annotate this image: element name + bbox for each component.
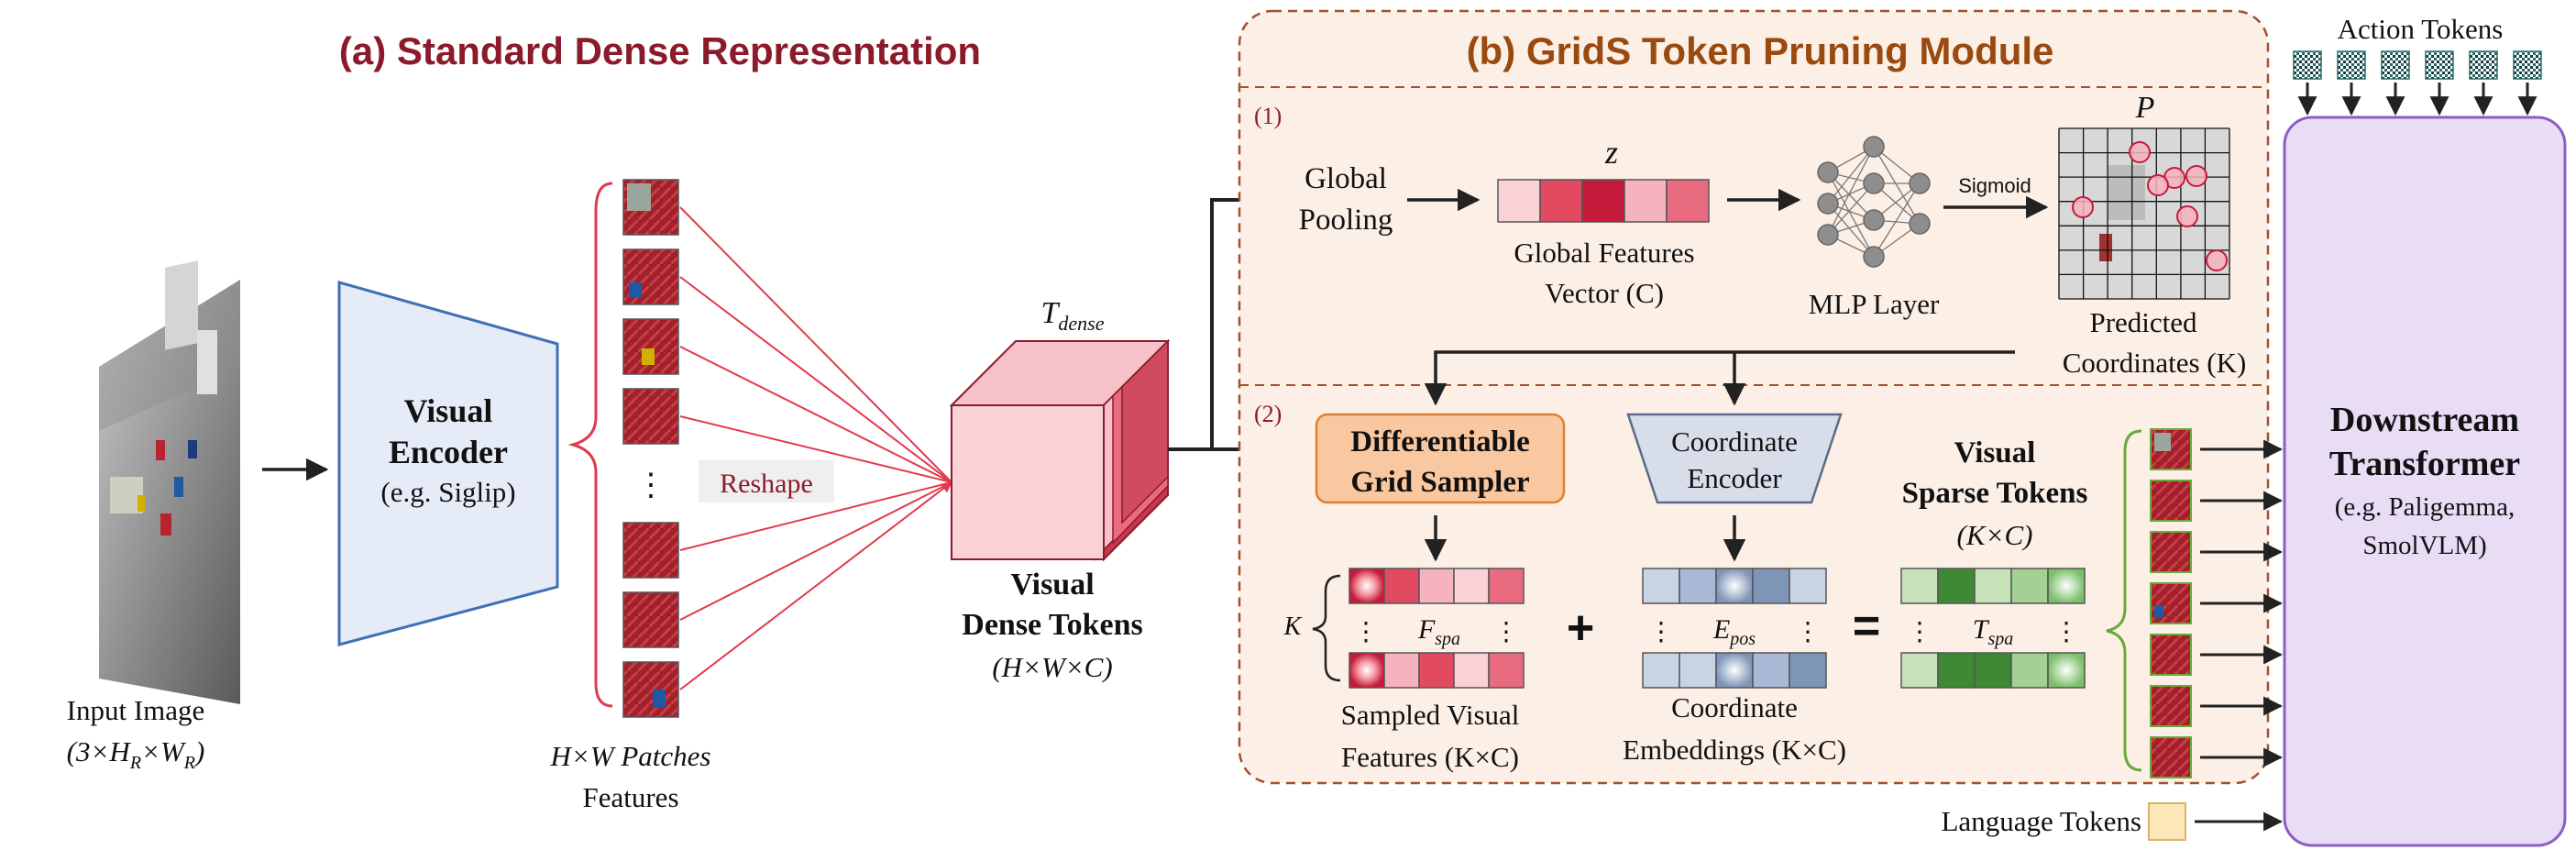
sampled-line1: Sampled Visual <box>1341 699 1520 731</box>
grid-sampler-line2: Grid Sampler <box>1350 466 1529 499</box>
action-tokens-label: Action Tokens <box>2338 13 2504 45</box>
sampled-symbol: Fspa <box>1417 614 1460 649</box>
action-token-arrows <box>2297 83 2537 116</box>
sampled-features-bottom <box>1349 652 1525 689</box>
grid-sampler-line1: Differentiable <box>1350 425 1530 458</box>
downstream-line3: (e.g. Paligemma, <box>2335 492 2515 522</box>
sampled-dots-left: ⋮ <box>1353 618 1379 646</box>
language-tokens-label: Language Tokens <box>1942 805 2142 837</box>
coordinate-encoder-line1: Coordinate <box>1671 425 1798 458</box>
predicted-line1: Predicted <box>2089 306 2197 338</box>
downstream-line2: Transformer <box>2329 445 2520 483</box>
reshape-label-bg <box>699 460 834 502</box>
sampled-features-top <box>1349 568 1525 604</box>
embeddings-symbol: Epos <box>1712 614 1756 649</box>
embeddings-line1: Coordinate <box>1671 691 1798 723</box>
mlp-network <box>1817 136 1931 268</box>
grid-sampler-block <box>1315 413 1566 504</box>
global-pooling-line2: Pooling <box>1299 204 1393 237</box>
sparse-to-downstream-arrows <box>2200 439 2284 767</box>
sparse-dots-right: ⋮ <box>2053 618 2079 646</box>
global-vector-symbol: z <box>1604 134 1618 171</box>
downstream-line1: Downstream <box>2330 401 2519 439</box>
predicted-line2: Coordinates (K) <box>2063 347 2247 379</box>
input-image <box>99 260 240 704</box>
visual-encoder-title: Visual <box>404 392 493 429</box>
sparse-line2: Sparse Tokens <box>1902 477 2088 510</box>
patches-column <box>622 179 679 718</box>
patches-label-line2: Features <box>582 781 678 813</box>
sparse-symbol: Tspa <box>1973 614 2013 649</box>
step-1-label: (1) <box>1254 103 1282 129</box>
patches-label-line1: H×W Patches <box>549 740 710 772</box>
sampled-line2: Features (K×C) <box>1341 741 1519 773</box>
reshape-fan <box>679 206 952 690</box>
embeddings-line2: Embeddings (K×C) <box>1623 734 1846 766</box>
sampled-dots-right: ⋮ <box>1493 618 1519 646</box>
global-pooling-line1: Global <box>1305 162 1387 195</box>
dense-tokens-line1: Visual <box>1010 568 1094 602</box>
reshape-label: Reshape <box>720 469 813 499</box>
predicted-grid <box>2058 127 2230 300</box>
sparse-token-patches <box>2150 428 2192 778</box>
section-a-title: (a) Standard Dense Representation <box>339 29 981 72</box>
sparse-dots-left: ⋮ <box>1907 618 1932 646</box>
global-vector-line2: Vector (C) <box>1545 277 1664 309</box>
visual-encoder-title2: Encoder <box>389 434 508 470</box>
global-vector <box>1497 179 1710 223</box>
downstream-line4: SmolVLM) <box>2362 531 2486 560</box>
predicted-symbol: P <box>2135 91 2155 125</box>
action-tokens <box>2293 50 2542 80</box>
embeddings-dots-right: ⋮ <box>1795 618 1821 646</box>
input-image-label: Input Image <box>67 694 205 726</box>
sigmoid-label: Sigmoid <box>1958 174 2031 197</box>
dense-tokens-symbol: Tdense <box>1040 296 1104 335</box>
sparse-tokens-bottom <box>1900 652 2086 689</box>
dense-tokens-line3: (H×W×C) <box>992 651 1112 683</box>
arrow-coordinates-to-step2 <box>1424 350 2015 406</box>
embeddings-top <box>1642 568 1827 604</box>
sparse-brace <box>2106 429 2142 772</box>
sampled-k-label: K <box>1283 613 1303 641</box>
coordinate-encoder-line2: Encoder <box>1687 462 1782 494</box>
input-image-dims: (3×HR×WR) <box>67 735 205 773</box>
patches-brace <box>567 182 613 708</box>
coordinate-encoder-block <box>1626 413 1843 504</box>
visual-encoder-subtitle: (e.g. Siglip) <box>380 476 515 508</box>
sampled-brace <box>1312 574 1341 682</box>
section-b-title: (b) GridS Token Pruning Module <box>1467 29 2054 72</box>
patches-dots: ⋮ <box>635 469 666 502</box>
embeddings-bottom <box>1642 652 1827 689</box>
mlp-label: MLP Layer <box>1809 288 1940 320</box>
dense-tokens-cube <box>949 338 1171 562</box>
dense-tokens-line2: Dense Tokens <box>962 608 1142 642</box>
sparse-tokens-top <box>1900 568 2086 604</box>
sparse-line1: Visual <box>1954 436 2036 469</box>
language-token-box <box>2148 802 2186 841</box>
visual-encoder-block <box>337 281 559 646</box>
global-vector-line1: Global Features <box>1514 237 1694 269</box>
plus-symbol: + <box>1567 602 1594 655</box>
sparse-line3: (K×C) <box>1957 519 2033 551</box>
embeddings-dots-left: ⋮ <box>1648 618 1674 646</box>
step-2-label: (2) <box>1254 401 1282 427</box>
equals-symbol: = <box>1853 600 1880 653</box>
downstream-transformer-block <box>2283 116 2567 847</box>
